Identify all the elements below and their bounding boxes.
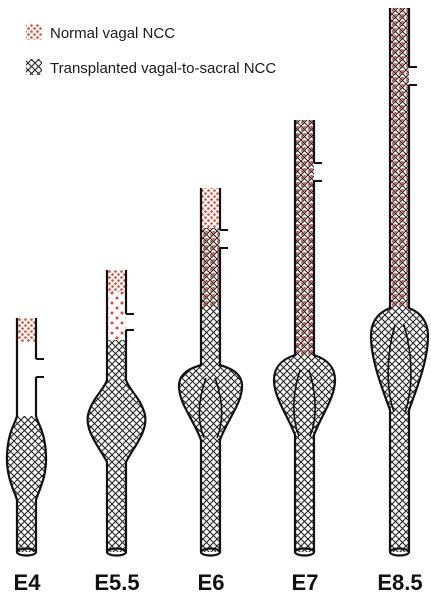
legend-label-transplanted: Transplanted vagal-to-sacral NCC	[50, 60, 276, 77]
gut-e5.5	[88, 270, 146, 556]
legend-item-normal-vagal: Normal vagal NCC	[26, 24, 175, 42]
gut-e7	[274, 120, 335, 556]
stage-label-e7: E7	[292, 570, 319, 595]
legend: Normal vagal NCC Transplanted vagal-to-s…	[26, 24, 276, 77]
red-dot-swatch-icon	[26, 24, 42, 40]
stage-labels: E4 E5.5 E6 E7 E8.5	[14, 570, 423, 595]
gut-e6	[179, 188, 242, 556]
gut-e4	[7, 318, 46, 556]
stage-label-e6: E6	[198, 570, 225, 595]
stage-label-e8.5: E8.5	[377, 570, 422, 595]
stage-label-e4: E4	[14, 570, 42, 595]
crosshatch-swatch-icon	[26, 59, 42, 75]
legend-label-normal: Normal vagal NCC	[50, 25, 175, 42]
legend-item-transplanted: Transplanted vagal-to-sacral NCC	[26, 59, 276, 77]
stage-label-e5.5: E5.5	[94, 570, 139, 595]
gut-e8.5	[371, 8, 428, 556]
